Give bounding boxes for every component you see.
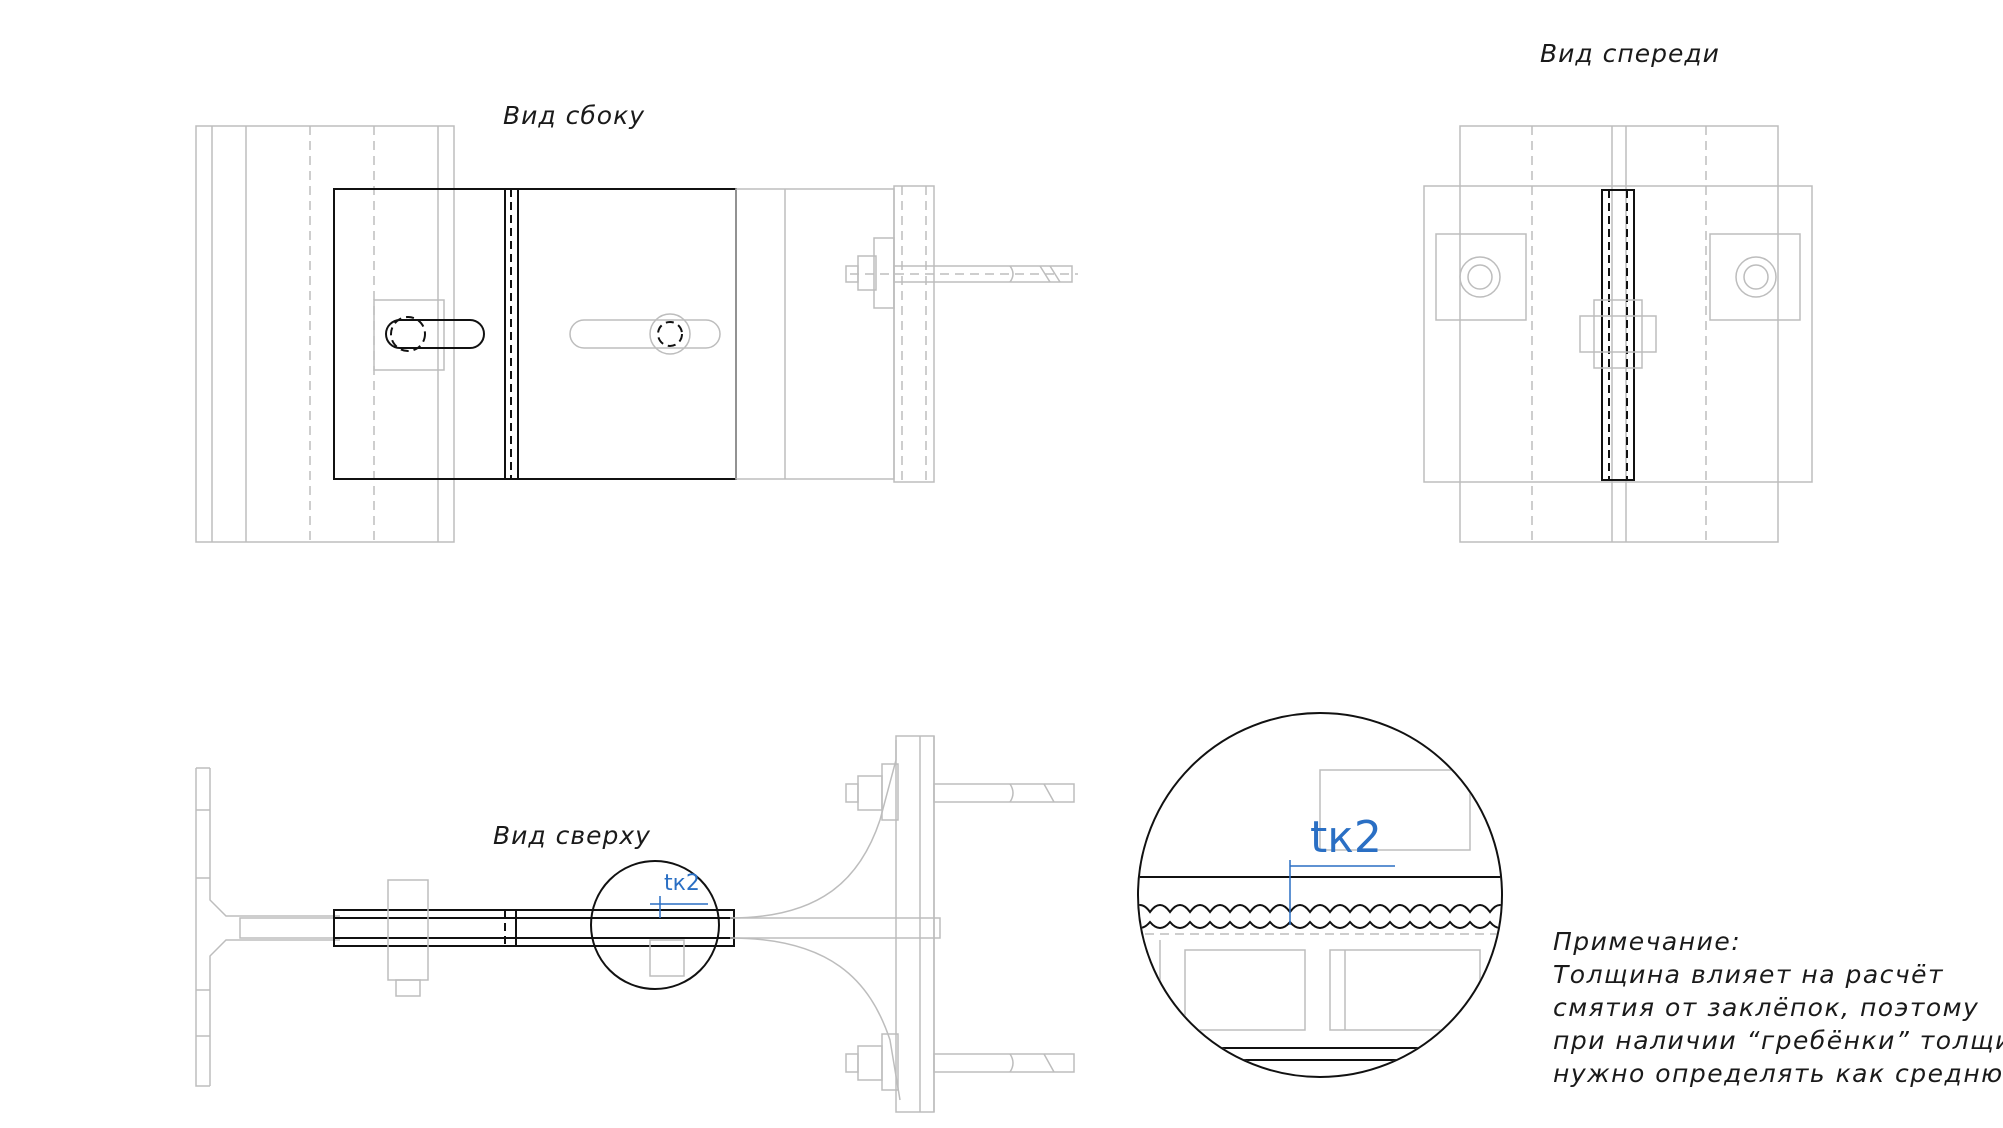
slot-hole-right — [569, 319, 721, 349]
note-line: Толщина влияет на расчёт — [1553, 960, 1944, 989]
slot-hole — [385, 319, 485, 349]
washer-plate — [373, 299, 445, 371]
note-block: Примечание: Толщина влияет на расчёт смя… — [1553, 927, 2003, 1088]
dimension-label-large: tк2 — [1310, 812, 1382, 863]
dimension-label-small: tк2 — [664, 871, 700, 896]
top-view-label: Вид сверху — [493, 821, 651, 850]
detail-circle-small — [590, 860, 720, 990]
top-view: tк2 — [195, 735, 1075, 1113]
side-view — [195, 125, 1078, 543]
note-title: Примечание: — [1553, 927, 1741, 956]
note-line: смятия от заклёпок, поэтому — [1553, 993, 1979, 1022]
front-view-label: Вид спереди — [1540, 39, 1720, 68]
note-line: нужно определять как среднюю — [1553, 1059, 2003, 1088]
front-view — [1423, 125, 1813, 543]
bracket-top — [333, 909, 735, 947]
bracket-plate — [333, 188, 737, 480]
detail-circle-large — [1137, 712, 1503, 1078]
center-bracket — [1601, 189, 1635, 481]
note-line: при наличии “гребёнки” толщину — [1553, 1026, 2003, 1055]
detail-view: tк2 — [1137, 712, 1503, 1078]
side-view-label: Вид сбоку — [503, 101, 645, 130]
